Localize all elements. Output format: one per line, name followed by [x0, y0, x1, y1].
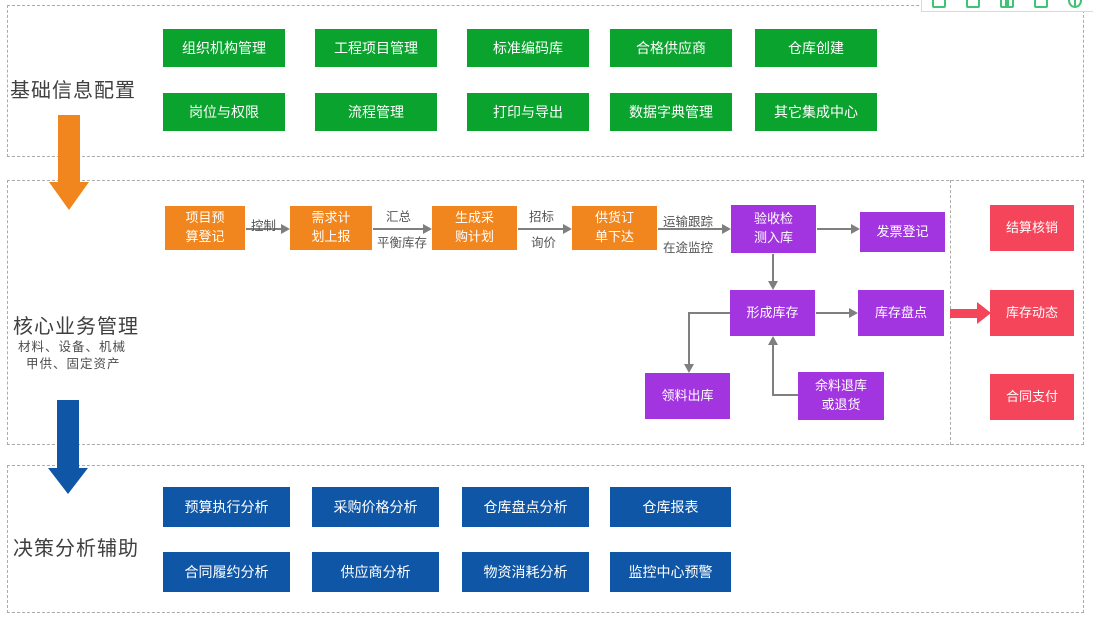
fullscreen-brackets-icon	[966, 0, 980, 8]
module-monitoring-center-alerts[interactable]: 监控中心预警	[610, 552, 731, 592]
connector-demand-plan	[373, 228, 425, 230]
table-grid-icon	[1000, 0, 1014, 8]
settings-icon	[1068, 0, 1082, 8]
section-core-label: 核心业务管理	[13, 316, 139, 338]
connector-stock-count	[816, 312, 851, 314]
arrowhead	[849, 308, 858, 318]
edge-label-transit-monitoring: 在途监控	[663, 241, 714, 255]
edge-label-transport-tracking: 运输跟踪	[663, 215, 714, 229]
module-budget-execution-analysis[interactable]: 预算执行分析	[163, 487, 290, 527]
arrowhead	[768, 336, 778, 345]
connector-budget-demand	[246, 228, 284, 230]
section-core-subtitle-2: 甲供、固定资产	[26, 357, 121, 371]
connector-order-inspect	[658, 228, 724, 230]
connector-surplus-stock-vertical	[772, 344, 774, 396]
module-print-export[interactable]: 打印与导出	[467, 93, 589, 131]
arrowhead	[423, 224, 432, 234]
down-arrow-orange	[58, 115, 80, 183]
module-material-consumption-analysis[interactable]: 物资消耗分析	[462, 552, 589, 592]
toolbar-cell[interactable]	[990, 0, 1024, 11]
red-arrow-count-to-dynamics	[950, 309, 977, 318]
flow-inspection-warehousing[interactable]: 验收检 测入库	[731, 205, 816, 253]
module-org-management[interactable]: 组织机构管理	[163, 29, 285, 67]
module-warehouse-count-analysis[interactable]: 仓库盘点分析	[462, 487, 589, 527]
connector-plan-order	[518, 228, 565, 230]
arrowhead	[851, 224, 860, 234]
down-arrow-blue-head	[48, 468, 88, 494]
edge-label-control: 控制	[251, 219, 277, 233]
edge-label-inquiry: 询价	[531, 236, 557, 250]
module-integration-center[interactable]: 其它集成中心	[755, 93, 877, 131]
flow-project-budget-register[interactable]: 项目预 算登记	[165, 206, 245, 250]
module-purchase-price-analysis[interactable]: 采购价格分析	[312, 487, 439, 527]
module-roles-permissions[interactable]: 岗位与权限	[163, 93, 285, 131]
module-warehouse-creation[interactable]: 仓库创建	[755, 29, 877, 67]
module-supplier-analysis[interactable]: 供应商分析	[312, 552, 439, 592]
section-core-frame	[7, 180, 1084, 445]
toolbar-cell[interactable]	[922, 0, 956, 11]
toolbar-cell[interactable]	[1058, 0, 1092, 11]
flow-supply-order-issue[interactable]: 供货订 单下达	[572, 206, 657, 250]
flow-material-issue[interactable]: 领料出库	[645, 373, 730, 419]
down-arrow-orange-head	[49, 182, 89, 210]
section-analysis-frame	[7, 465, 1084, 613]
flow-inventory-count[interactable]: 库存盘点	[858, 290, 944, 336]
connector-stock-issue-vertical	[688, 312, 690, 365]
edge-label-balance-stock: 平衡库存	[377, 236, 428, 250]
down-arrow-blue	[57, 400, 79, 468]
connector-inspect-invoice	[817, 228, 853, 230]
toolbar-cell[interactable]	[1024, 0, 1058, 11]
module-warehouse-reports[interactable]: 仓库报表	[610, 487, 731, 527]
flow-demand-plan-submit[interactable]: 需求计 划上报	[290, 206, 372, 250]
arrowhead	[768, 281, 778, 290]
flow-form-inventory[interactable]: 形成库存	[730, 290, 815, 336]
flow-inventory-dynamics[interactable]: 库存动态	[990, 290, 1074, 336]
connector-surplus-stock-horizontal	[772, 394, 798, 396]
arrowhead	[722, 224, 731, 234]
toolbar-cell[interactable]	[956, 0, 990, 11]
flow-contract-payment[interactable]: 合同支付	[990, 374, 1074, 420]
module-qualified-suppliers[interactable]: 合格供应商	[610, 29, 732, 67]
module-standard-code-library[interactable]: 标准编码库	[467, 29, 589, 67]
section-basic-label: 基础信息配置	[10, 80, 136, 102]
viewer-toolbar	[921, 0, 1093, 12]
red-arrow-head	[977, 302, 991, 324]
arrowhead	[684, 364, 694, 373]
module-data-dictionary[interactable]: 数据字典管理	[610, 93, 732, 131]
flow-settlement-writeoff[interactable]: 结算核销	[990, 205, 1074, 251]
connector-inspect-stock	[772, 254, 774, 283]
document-icon	[932, 0, 946, 8]
module-project-management[interactable]: 工程项目管理	[315, 29, 437, 67]
section-core-subtitle-1: 材料、设备、机械	[18, 340, 127, 354]
flow-surplus-return[interactable]: 余料退库 或退货	[798, 372, 884, 420]
section-analysis-label: 决策分析辅助	[13, 538, 139, 560]
flow-generate-purchase-plan[interactable]: 生成采 购计划	[432, 206, 517, 250]
image-icon	[1034, 0, 1048, 8]
connector-stock-issue-horizontal	[688, 312, 730, 314]
flow-invoice-register[interactable]: 发票登记	[860, 212, 945, 252]
edge-label-summary: 汇总	[386, 210, 412, 224]
arrowhead	[281, 224, 290, 234]
module-process-management[interactable]: 流程管理	[315, 93, 437, 131]
section-basic-frame	[7, 5, 1084, 157]
module-contract-performance-analysis[interactable]: 合同履约分析	[163, 552, 290, 592]
arrowhead	[563, 224, 572, 234]
edge-label-bidding: 招标	[529, 210, 555, 224]
